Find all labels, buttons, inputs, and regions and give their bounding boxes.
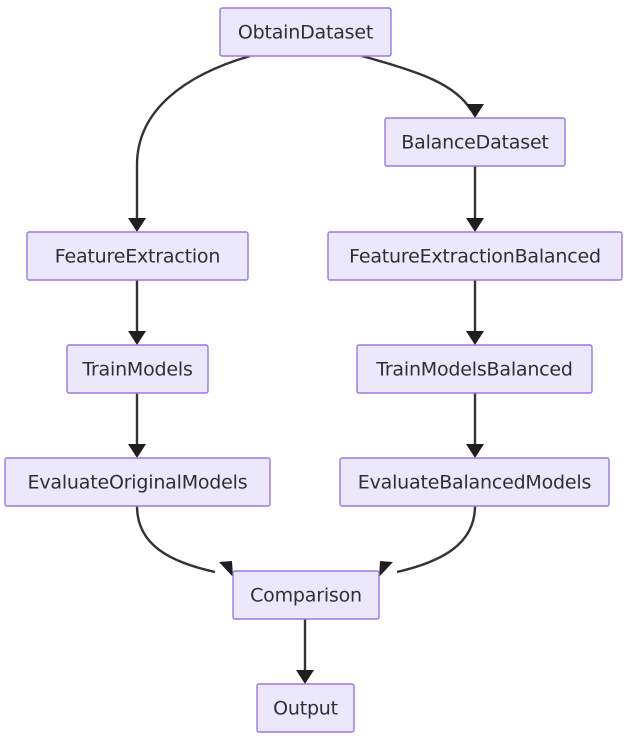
- edge-FeatureExtraction-to-TrainModels: [128, 280, 146, 345]
- node-box[interactable]: [66, 344, 209, 394]
- edge-arrowhead-icon: [128, 331, 146, 345]
- edge-TrainModels-to-EvaluateOriginalModels: [128, 393, 146, 458]
- edge-arrowhead-icon: [466, 218, 484, 232]
- edge-TrainModelsBalanced-to-EvaluateBalancedModels: [466, 393, 484, 458]
- node-box[interactable]: [384, 117, 566, 167]
- node-box[interactable]: [219, 7, 392, 57]
- edge-line: [135, 505, 216, 574]
- node-EvaluateBalancedModels[interactable]: EvaluateBalancedModels: [339, 457, 610, 507]
- node-box[interactable]: [4, 457, 271, 507]
- node-box[interactable]: [339, 457, 610, 507]
- edge-ObtainDataset-to-FeatureExtraction: [128, 54, 251, 232]
- node-Comparison[interactable]: Comparison: [232, 570, 380, 620]
- edge-arrowhead-icon: [128, 444, 146, 458]
- node-box[interactable]: [256, 683, 355, 733]
- edge-arrowhead-icon: [296, 670, 314, 684]
- edge-BalanceDataset-to-FeatureExtractionBalanced: [466, 166, 484, 232]
- node-Output[interactable]: Output: [256, 683, 355, 733]
- edge-arrowhead-icon: [466, 104, 484, 118]
- node-box[interactable]: [232, 570, 380, 620]
- nodes-layer: ObtainDatasetBalanceDatasetFeatureExtrac…: [4, 7, 623, 733]
- edge-ObtainDataset-to-BalanceDataset: [361, 54, 484, 118]
- node-label: EvaluateOriginalModels: [28, 472, 248, 494]
- node-label: ObtainDataset: [238, 22, 373, 44]
- node-label: BalanceDataset: [401, 132, 548, 154]
- edge-line: [135, 54, 251, 224]
- edge-line: [361, 54, 473, 111]
- node-box[interactable]: [26, 231, 249, 281]
- node-label: FeatureExtraction: [55, 246, 220, 268]
- edge-arrowhead-icon: [219, 561, 233, 577]
- edge-EvaluateBalancedModels-to-Comparison: [379, 505, 477, 577]
- node-box[interactable]: [356, 344, 593, 394]
- node-TrainModelsBalanced[interactable]: TrainModelsBalanced: [356, 344, 593, 394]
- node-TrainModels[interactable]: TrainModels: [66, 344, 209, 394]
- edge-line: [396, 505, 477, 574]
- node-label: TrainModelsBalanced: [375, 359, 573, 381]
- edge-arrowhead-icon: [128, 218, 146, 232]
- node-label: EvaluateBalancedModels: [358, 472, 591, 494]
- node-label: TrainModels: [81, 359, 192, 381]
- edge-Comparison-to-Output: [296, 619, 314, 684]
- node-label: Output: [273, 698, 338, 720]
- edge-EvaluateOriginalModels-to-Comparison: [135, 505, 233, 577]
- edge-arrowhead-icon: [466, 331, 484, 345]
- node-label: Comparison: [250, 585, 362, 607]
- edge-FeatureExtractionBalanced-to-TrainModelsBalanced: [466, 280, 484, 345]
- node-box[interactable]: [327, 231, 623, 281]
- edge-arrowhead-icon: [466, 444, 484, 458]
- node-label: FeatureExtractionBalanced: [349, 246, 601, 268]
- node-FeatureExtractionBalanced[interactable]: FeatureExtractionBalanced: [327, 231, 623, 281]
- edges-layer: [128, 54, 484, 684]
- edge-arrowhead-icon: [379, 561, 393, 577]
- node-FeatureExtraction[interactable]: FeatureExtraction: [26, 231, 249, 281]
- node-BalanceDataset[interactable]: BalanceDataset: [384, 117, 566, 167]
- node-ObtainDataset[interactable]: ObtainDataset: [219, 7, 392, 57]
- node-EvaluateOriginalModels[interactable]: EvaluateOriginalModels: [4, 457, 271, 507]
